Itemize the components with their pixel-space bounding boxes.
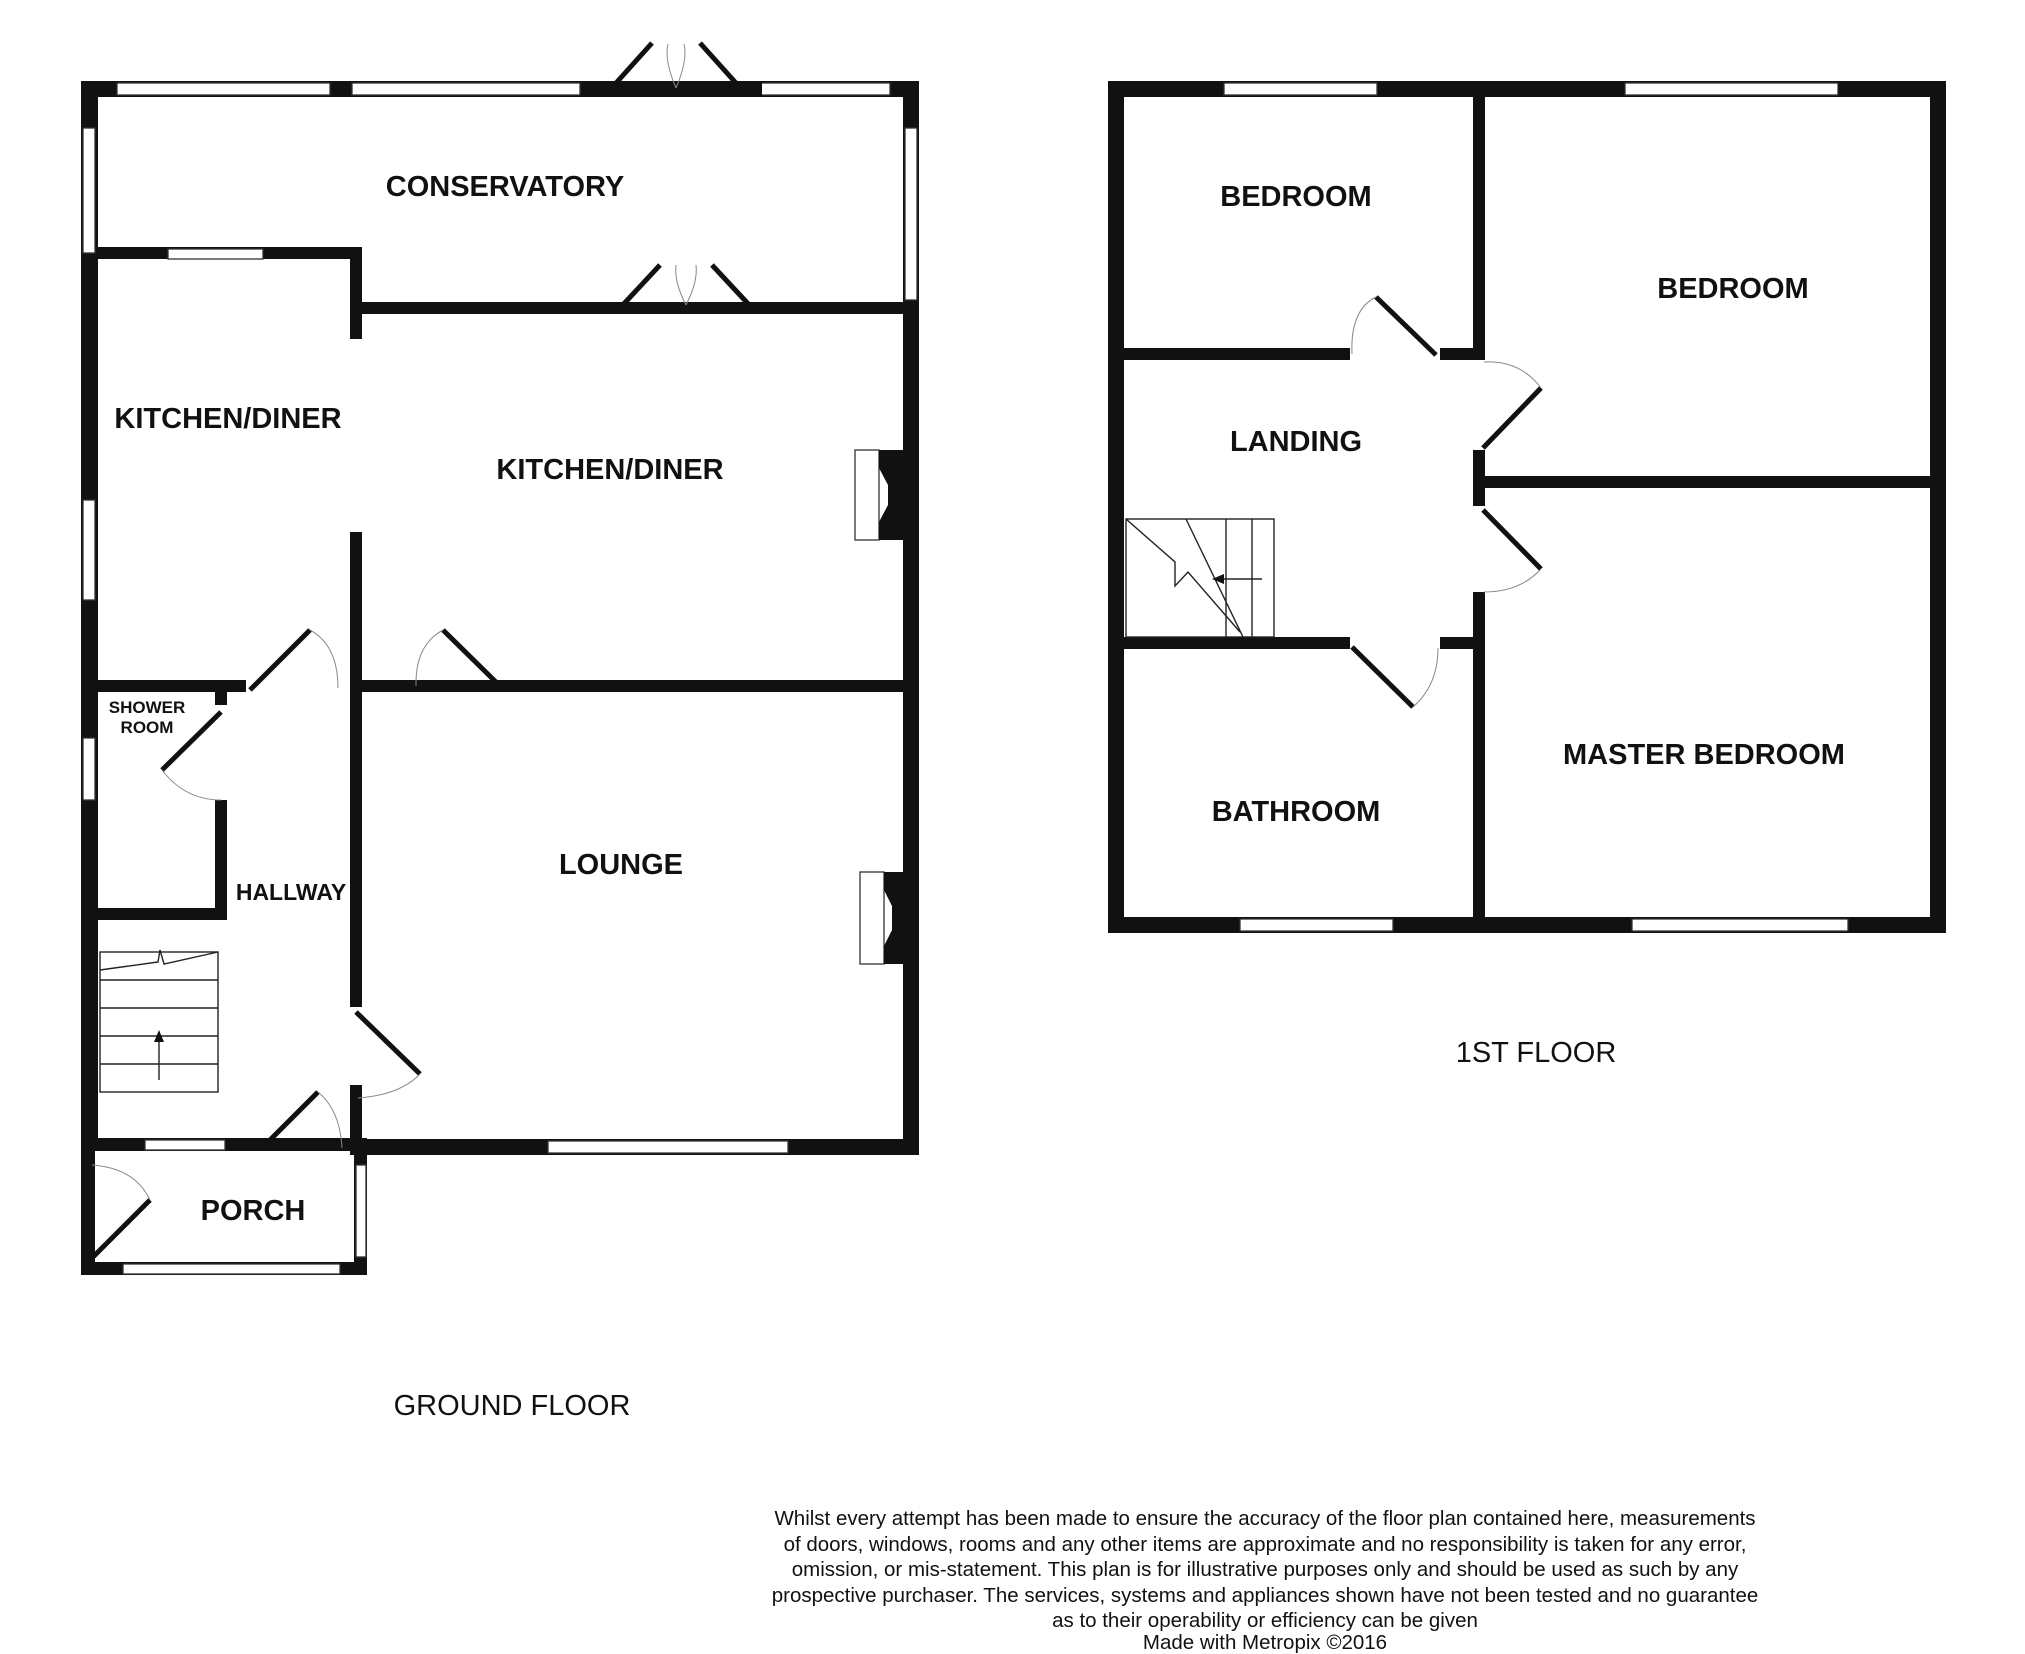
window	[904, 127, 918, 301]
window	[547, 1140, 789, 1154]
room-label-shower-room: SHOWER	[109, 698, 186, 717]
window	[82, 127, 96, 254]
window	[351, 82, 581, 96]
floor-title-ground: GROUND FLOOR	[394, 1390, 631, 1422]
door	[260, 1090, 343, 1150]
room-label-bathroom: BATHROOM	[1212, 796, 1381, 828]
room-label-hallway: HALLWAY	[236, 879, 346, 905]
ground-floor-plan: CONSERVATORY KITCHEN/DINER KITCHEN/DINER…	[81, 41, 919, 1422]
first-floor-doors	[1350, 295, 1543, 709]
room-label-bedroom: BEDROOM	[1220, 181, 1371, 213]
window	[355, 1164, 367, 1258]
window	[1631, 918, 1849, 932]
ground-floor-windows	[82, 82, 918, 1275]
window	[82, 737, 96, 801]
door	[160, 710, 223, 801]
credit-text: Made with Metropix ©2016	[1142, 1631, 1388, 1654]
room-label-bedroom: BEDROOM	[1657, 273, 1808, 305]
ground-floor-walls	[81, 81, 919, 1275]
room-label-kitchen-diner: KITCHEN/DINER	[114, 403, 341, 435]
door	[415, 628, 504, 690]
fireplace	[854, 449, 905, 541]
floor-title-first: 1ST FLOOR	[1456, 1037, 1617, 1069]
window	[116, 82, 331, 96]
window	[122, 1263, 341, 1275]
french-door	[584, 41, 762, 97]
french-door	[618, 263, 754, 310]
room-label-landing: LANDING	[1230, 426, 1362, 458]
room-label-kitchen-diner: KITCHEN/DINER	[496, 454, 723, 486]
room-label-master-bedroom: MASTER BEDROOM	[1563, 739, 1845, 771]
fireplace	[859, 871, 905, 965]
room-label-lounge: LOUNGE	[559, 849, 683, 881]
door	[248, 628, 339, 692]
window	[82, 499, 96, 601]
door	[1351, 295, 1438, 357]
door	[1350, 645, 1439, 709]
room-label-shower-room: ROOM	[121, 718, 174, 737]
door	[88, 1164, 152, 1262]
window	[1624, 82, 1839, 96]
door	[1481, 508, 1543, 593]
window	[167, 248, 264, 260]
window	[1223, 82, 1378, 96]
ground-floor-doors	[88, 41, 762, 1262]
room-label-porch: PORCH	[201, 1195, 306, 1227]
first-floor-plan: BEDROOM BEDROOM LANDING BATHROOM MASTER …	[1108, 81, 1946, 1069]
window	[759, 82, 891, 96]
first-floor-windows	[1223, 82, 1849, 932]
window	[1239, 918, 1394, 932]
disclaimer-text: Whilst every attempt has been made to en…	[771, 1507, 1759, 1632]
staircase	[1125, 518, 1275, 638]
staircase	[99, 949, 219, 1093]
door	[1481, 361, 1543, 450]
window	[144, 1139, 226, 1151]
door	[354, 1010, 422, 1099]
room-label-conservatory: CONSERVATORY	[386, 171, 625, 203]
